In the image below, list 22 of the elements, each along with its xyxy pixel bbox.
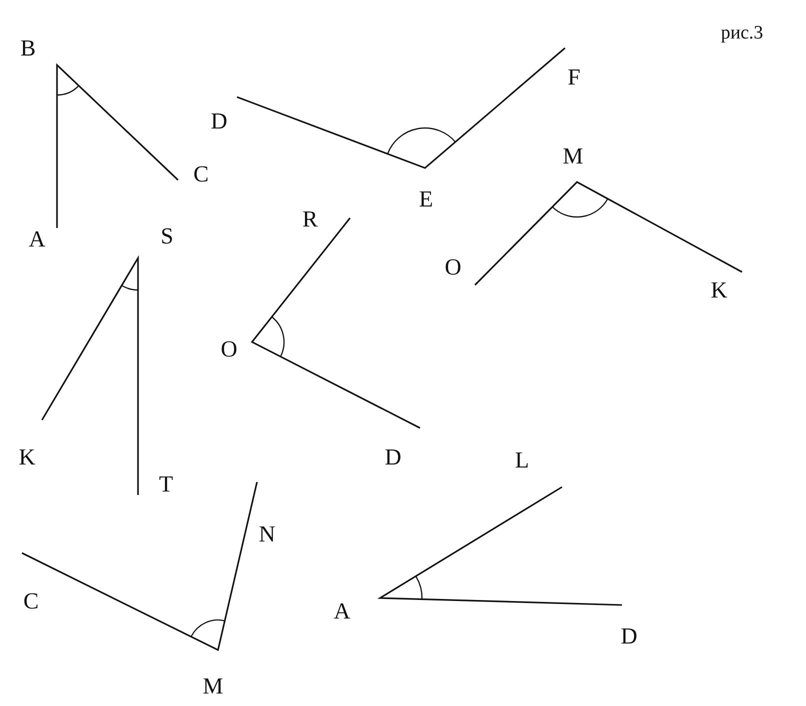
point-label: F	[568, 66, 580, 88]
point-label: E	[418, 188, 434, 210]
point-label: R	[302, 208, 318, 230]
point-label: A	[28, 228, 46, 250]
point-label: C	[193, 162, 209, 186]
point-label: O	[444, 256, 462, 278]
point-label: O	[220, 338, 238, 360]
point-label: K	[18, 446, 36, 468]
point-label: D	[620, 624, 638, 648]
point-label: M	[562, 144, 584, 168]
point-label: B	[20, 36, 36, 60]
point-label: S	[160, 224, 174, 248]
point-label: N	[258, 522, 276, 546]
point-label: L	[514, 448, 530, 472]
point-label: T	[158, 472, 174, 496]
point-label: D	[384, 446, 402, 468]
figure-label: рис.3	[720, 24, 764, 42]
point-label: C	[23, 590, 39, 612]
point-label: A	[334, 600, 350, 622]
point-label: D	[210, 110, 228, 132]
point-label: K	[710, 278, 728, 302]
point-label: M	[202, 674, 224, 698]
